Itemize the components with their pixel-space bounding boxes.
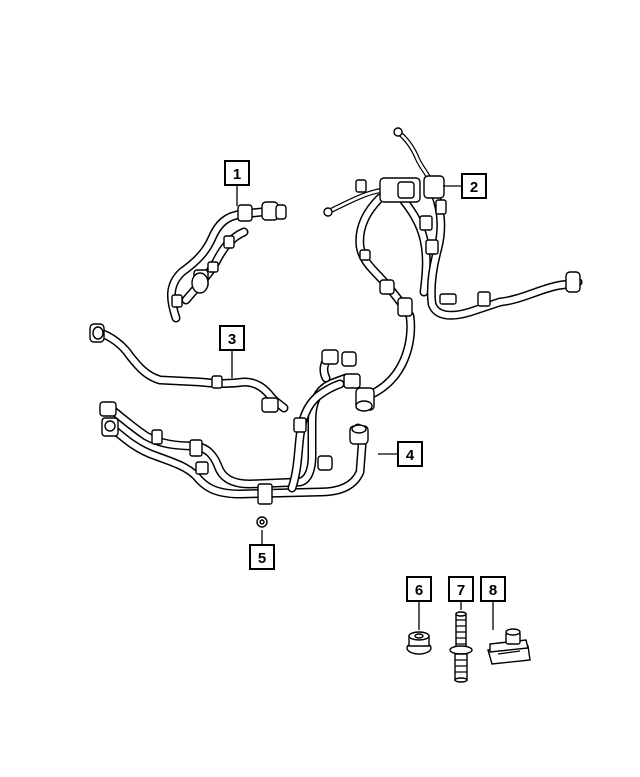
hose-assembly-1-icon[interactable] bbox=[167, 201, 287, 323]
callout-label: 1 bbox=[233, 166, 241, 183]
callout-label: 2 bbox=[470, 179, 478, 196]
hose-assembly-2-icon[interactable] bbox=[323, 127, 583, 412]
callout-label: 4 bbox=[406, 447, 415, 464]
hose-assembly-3-icon[interactable] bbox=[89, 323, 289, 413]
u-nut-clip-icon[interactable] bbox=[487, 628, 531, 665]
callout-3: 3 bbox=[219, 325, 245, 351]
callout-label: 5 bbox=[258, 550, 266, 567]
callout-label: 3 bbox=[228, 331, 236, 348]
callout-6: 6 bbox=[406, 576, 432, 602]
flange-nut-icon[interactable] bbox=[406, 631, 432, 655]
callout-label: 7 bbox=[457, 582, 465, 599]
callout-2: 2 bbox=[461, 173, 487, 199]
hose-assembly-4-icon[interactable] bbox=[99, 349, 369, 505]
callout-label: 6 bbox=[415, 582, 423, 599]
callout-5: 5 bbox=[249, 544, 275, 570]
leader-lines bbox=[231, 185, 494, 630]
callout-7: 7 bbox=[448, 576, 474, 602]
stud-icon[interactable] bbox=[449, 611, 473, 683]
callout-1: 1 bbox=[224, 160, 250, 186]
callout-4: 4 bbox=[397, 441, 423, 467]
callout-label: 8 bbox=[489, 582, 497, 599]
callout-8: 8 bbox=[480, 576, 506, 602]
nut-icon[interactable] bbox=[256, 516, 268, 528]
